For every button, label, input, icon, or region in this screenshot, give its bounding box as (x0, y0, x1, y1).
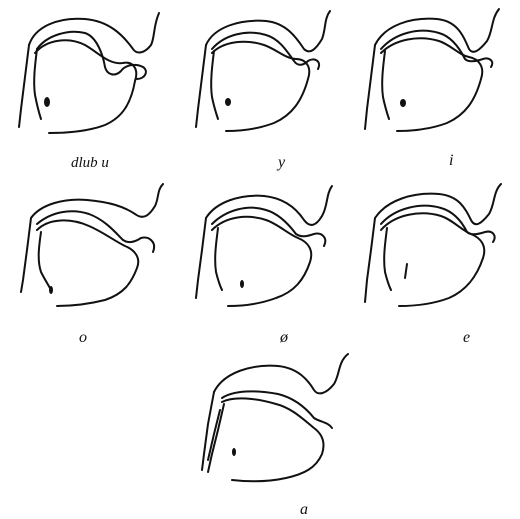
vocal-tract-outline (365, 9, 499, 131)
palate-upper-contour (375, 184, 501, 224)
vocal-tract-outline (202, 354, 348, 481)
palate-lower-contour (212, 208, 325, 246)
pharynx-wall (19, 45, 29, 127)
panel-caption: e (463, 329, 470, 346)
vocal-tract-outline (19, 13, 159, 133)
vocal-tract-outline (196, 186, 332, 306)
larynx-mark (232, 448, 236, 456)
panel-caption: i (449, 152, 453, 169)
vocal-tract-outline (365, 184, 501, 306)
palate-upper-contour (214, 354, 348, 393)
panel-caption: y (276, 154, 286, 171)
tongue-contour (212, 217, 311, 306)
palate-lower-contour (37, 32, 146, 79)
pharynx-inner (384, 228, 391, 290)
panel-7: a (202, 354, 348, 518)
panel-1: dlub u (19, 13, 159, 171)
palate-lower-contour (37, 211, 154, 252)
panel-6: e (365, 184, 501, 346)
larynx-mark (400, 99, 406, 107)
pharynx-wall (365, 45, 375, 129)
pharynx-inner (39, 232, 51, 290)
pharynx-wall (365, 218, 375, 302)
panel-3: i (365, 9, 499, 169)
larynx-mark (44, 97, 50, 107)
panel-caption: a (300, 501, 308, 518)
palate-lower-contour (212, 33, 319, 69)
larynx-mark (240, 280, 244, 288)
palate-upper-contour (31, 184, 163, 218)
tongue-contour (381, 213, 484, 306)
vocal-tract-outline (196, 11, 330, 131)
tongue-contour (35, 40, 136, 133)
panel-4: o (21, 184, 163, 346)
tongue-contour (381, 38, 482, 131)
panel-5: ø (196, 186, 332, 346)
pharynx-wall (196, 218, 206, 298)
larynx-mark (49, 286, 53, 294)
larynx-mark (405, 264, 407, 278)
panel-caption: dlub u (71, 155, 109, 171)
pharynx-inner (215, 228, 222, 290)
tongue-contour (212, 42, 309, 131)
pharynx-inner (211, 51, 218, 119)
palate-lower-contour (222, 391, 332, 428)
larynx-mark (225, 98, 231, 106)
pharynx-wall (21, 218, 31, 292)
pharynx-inner (382, 51, 389, 119)
panel-caption: o (79, 329, 87, 346)
palate-upper-contour (206, 186, 332, 225)
vocal-tract-outline (21, 184, 163, 306)
panel-2: y (196, 11, 330, 171)
pharynx-inner (34, 49, 41, 119)
palate-upper-contour (29, 13, 159, 52)
panel-caption: ø (279, 329, 289, 346)
palate-lower-contour (381, 31, 492, 67)
palate-upper-contour (375, 9, 499, 52)
pharynx-wall (196, 45, 206, 127)
